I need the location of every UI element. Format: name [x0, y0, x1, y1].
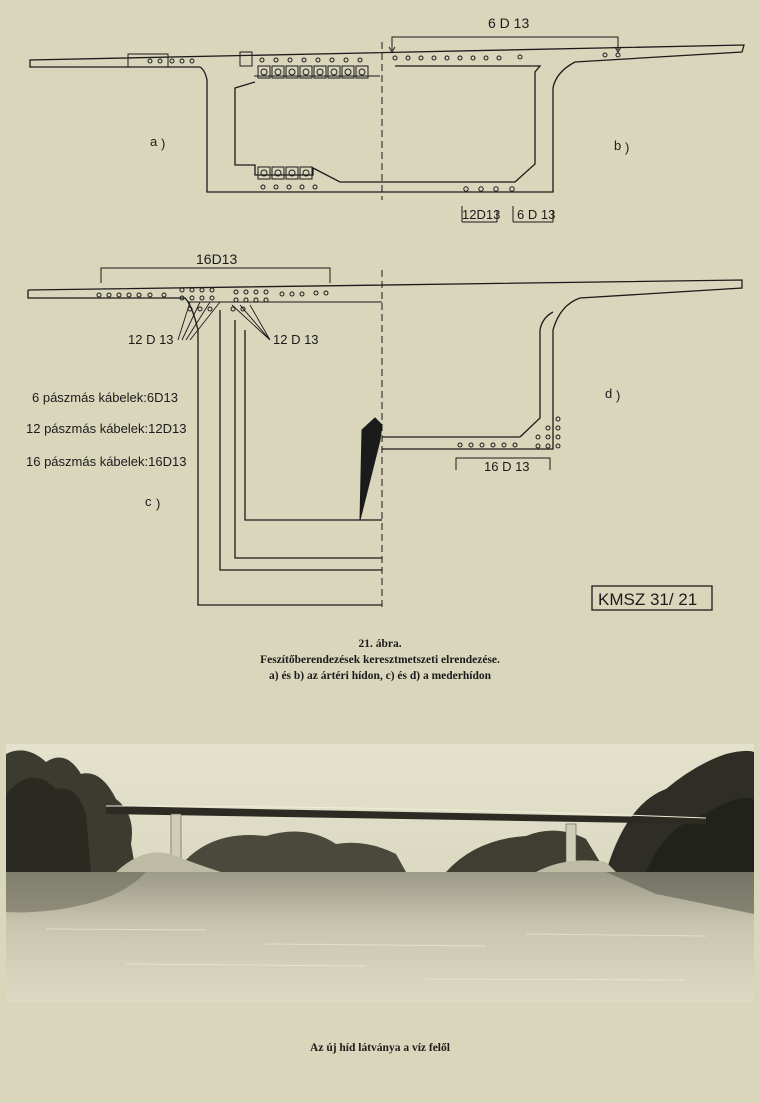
upper-inner-void	[234, 65, 542, 183]
legend-16: 16 pászmás kábelek:16D13	[26, 454, 186, 469]
panel-label-a: a	[150, 134, 158, 149]
cross-section-drawing: 6 D 13 a ) b ) 12D13 6 D 13 16D13 12 D 1…	[26, 15, 745, 611]
label-16d13-top: 16D13	[196, 251, 237, 267]
label-12d13-mid: 12 D 13	[273, 332, 319, 347]
legend-6: 6 pászmás kábelek:6D13	[32, 390, 178, 405]
figure-number: 21. ábra.	[358, 638, 402, 650]
label-16d13-bottom: 16 D 13	[484, 459, 530, 474]
figure-caption: 21. ábra. Feszítőberendezések keresztmet…	[0, 636, 760, 684]
svg-text:): )	[161, 136, 165, 151]
lower-inner-void	[219, 310, 382, 571]
label-6d13-bottom: 6 D 13	[517, 207, 555, 222]
panel-label-c: c	[145, 494, 152, 509]
bridge-photo	[6, 744, 754, 1002]
svg-text:): )	[616, 388, 620, 403]
photo-caption: Az új híd látványa a víz felől	[310, 1042, 450, 1054]
svg-text:): )	[156, 496, 160, 511]
panel-label-d: d	[605, 386, 612, 401]
figure-title: Feszítőberendezések keresztmetszeti elre…	[260, 654, 500, 666]
svg-text:): )	[625, 140, 629, 155]
label-12d13-left: 12 D 13	[128, 332, 174, 347]
upper-section-outline	[29, 44, 745, 193]
legend-12: 12 pászmás kábelek:12D13	[26, 421, 186, 436]
stamp-text: KMSZ 31/ 21	[598, 590, 697, 609]
label-6d13-top: 6 D 13	[488, 15, 529, 31]
label-12d13-bottom: 12D13	[462, 207, 500, 222]
figure-subtitle: a) és b) az ártéri hídon, c) és d) a med…	[269, 670, 491, 682]
panel-label-b: b	[614, 138, 621, 153]
